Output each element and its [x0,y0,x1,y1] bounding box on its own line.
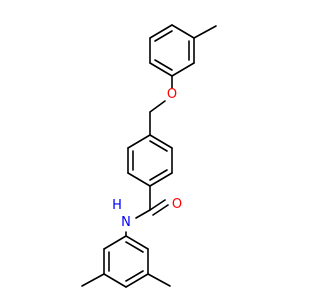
methyl-bond [147,273,171,287]
structure-canvas: O O N H [81,24,217,288]
double-bond-inner [149,169,168,181]
double-bond-inner [154,30,173,42]
bond [171,62,195,77]
carbonyl-bond [149,199,166,211]
bond [127,172,151,187]
bond [149,24,173,39]
double-bond-inner [154,59,173,71]
bond [125,273,149,288]
oxygen-carbonyl-label: O [172,197,182,212]
bond [149,100,166,113]
double-bond-inner [125,241,144,253]
double-bond-inner [149,140,168,152]
bond [149,62,173,77]
bond [127,134,151,149]
bond [103,273,127,288]
methyl-bond [193,25,217,39]
carbonyl-bond [152,204,169,216]
bond [149,172,173,187]
bond [103,235,127,250]
bond [171,24,195,39]
molecule-drawing: O O N H [81,24,217,288]
bond [149,134,173,149]
double-bond-inner [125,270,144,282]
oxygen-ether-label: O [167,87,177,102]
bond-lines [81,24,217,288]
atom-labels: O O N H [112,87,182,230]
nitrogen-amide-label: N [121,215,131,230]
amide-bond [135,209,151,219]
hydrogen-amide-label: H [112,198,122,213]
bond [125,235,149,250]
methyl-bond [81,273,105,287]
